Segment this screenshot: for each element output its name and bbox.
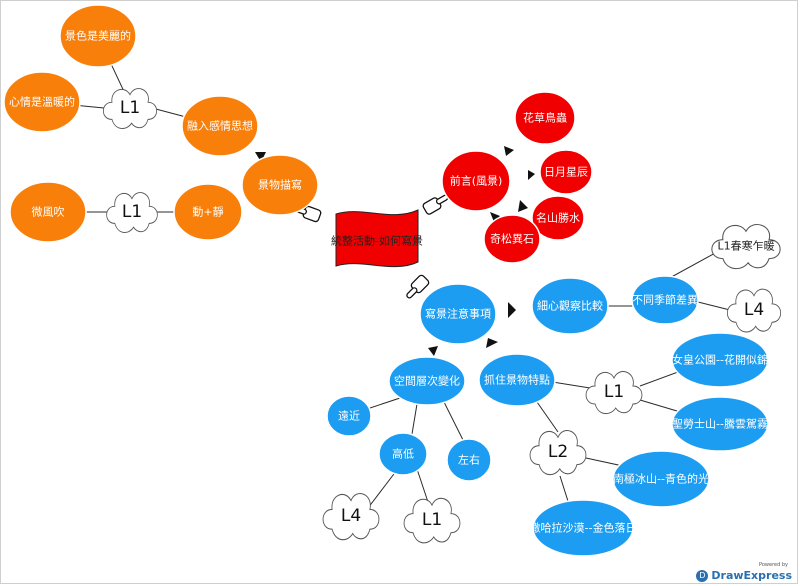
svg-text:L1春寒乍暖: L1春寒乍暖 (717, 239, 774, 253)
node-motion[interactable]: 動+靜 (173, 183, 243, 241)
node-beautiful[interactable]: 景色是美麗的 (59, 4, 137, 68)
pointer-hand-icon (422, 194, 449, 215)
cloud-l1-features[interactable]: L1 (585, 371, 643, 415)
node-seasons[interactable]: 不同季節差異 (631, 275, 699, 325)
arrow-icon (486, 338, 498, 348)
cloud-l1-top[interactable]: L1 (102, 88, 158, 129)
svg-text:L4: L4 (341, 506, 361, 526)
svg-text:融入感情思想: 融入感情思想 (187, 119, 253, 133)
arrow-icon (518, 200, 528, 212)
node-antarctica[interactable]: 南極冰山--青色的光 (612, 450, 710, 508)
node-scene-writing[interactable]: 景物描寫 (241, 154, 319, 216)
svg-text:空間層次變化: 空間層次變化 (394, 374, 460, 388)
svg-text:L1: L1 (422, 510, 442, 530)
cloud-l1-bottom[interactable]: L1 (106, 192, 158, 233)
node-near-far[interactable]: 遠近 (326, 395, 372, 437)
node-sun-moon[interactable]: 日月星辰 (539, 149, 593, 195)
svg-text:景物描寫: 景物描寫 (258, 178, 302, 192)
node-sahara[interactable]: 撒哈拉沙漠--金色落日 (530, 499, 637, 557)
svg-text:左右: 左右 (458, 453, 480, 467)
svg-text:微風吹: 微風吹 (32, 205, 65, 219)
svg-text:細心觀察比較: 細心觀察比較 (537, 299, 603, 313)
svg-text:L1: L1 (604, 382, 624, 402)
svg-text:L4: L4 (744, 300, 764, 320)
cloud-l2[interactable]: L2 (529, 430, 587, 476)
node-flowers[interactable]: 花草鳥蟲 (514, 91, 576, 145)
arrow-icon (490, 212, 500, 222)
arrow-icon (428, 346, 438, 356)
svg-text:前言(風景): 前言(風景) (450, 174, 503, 188)
node-height[interactable]: 高低 (378, 432, 428, 476)
svg-text:女皇公園--花開似錦: 女皇公園--花開似錦 (672, 353, 768, 367)
powered-by-text: Powered by (759, 562, 788, 568)
watermark-name: DrawExpress (711, 569, 792, 582)
node-emotion[interactable]: 融入感情思想 (181, 95, 259, 157)
node-observe[interactable]: 細心觀察比較 (531, 277, 609, 335)
node-breeze[interactable]: 微風吹 (9, 181, 87, 243)
svg-text:L1: L1 (120, 98, 140, 118)
svg-text:景色是美麗的: 景色是美麗的 (65, 29, 131, 43)
arrow-icon (528, 170, 535, 180)
central-label: 統整活動-如何寫景 (331, 234, 423, 248)
node-layers[interactable]: 空間層次變化 (388, 356, 466, 406)
svg-text:遠近: 遠近 (338, 410, 360, 423)
central-node[interactable]: 統整活動-如何寫景 (331, 209, 423, 268)
cloud-l4-seasons[interactable]: L4 (726, 288, 782, 333)
svg-text:寫景注意事項: 寫景注意事項 (425, 307, 491, 321)
arrow-icon (508, 302, 516, 318)
svg-text:L2: L2 (548, 442, 568, 462)
cloud-l1-spring[interactable]: L1春寒乍暖 (711, 224, 781, 270)
node-notes[interactable]: 寫景注意事項 (419, 283, 497, 345)
svg-text:奇松異石: 奇松異石 (490, 232, 534, 246)
node-warm[interactable]: 心情是溫暖的 (3, 71, 81, 133)
svg-text:撒哈拉沙漠--金色落日: 撒哈拉沙漠--金色落日 (530, 521, 637, 535)
svg-text:心情是溫暖的: 心情是溫暖的 (9, 95, 75, 109)
arrow-icon (504, 146, 514, 156)
svg-text:聖勞士山--騰雲駕霧: 聖勞士山--騰雲駕霧 (672, 417, 768, 431)
svg-text:高低: 高低 (392, 447, 414, 461)
cloud-l1-height[interactable]: L1 (403, 497, 461, 544)
node-park[interactable]: 女皇公園--花開似錦 (671, 332, 769, 388)
svg-text:抓住景物特點: 抓住景物特點 (484, 373, 550, 387)
cloud-l4-height[interactable]: L4 (322, 492, 380, 541)
drawexpress-logo-icon: D (696, 570, 709, 582)
svg-text:動+靜: 動+靜 (192, 205, 223, 219)
svg-text:L1: L1 (122, 202, 142, 222)
watermark: Powered by D DrawExpress (696, 562, 792, 582)
node-features[interactable]: 抓住景物特點 (478, 353, 556, 407)
node-pines[interactable]: 奇松異石 (483, 214, 541, 264)
svg-text:花草鳥蟲: 花草鳥蟲 (523, 111, 567, 125)
node-left-right[interactable]: 左右 (446, 438, 492, 482)
node-everest[interactable]: 聖勞士山--騰雲駕霧 (671, 396, 769, 452)
node-preface[interactable]: 前言(風景) (441, 150, 511, 212)
svg-text:不同季節差異: 不同季節差異 (632, 293, 698, 307)
node-mountains[interactable]: 名山勝水 (531, 195, 585, 241)
pointer-hand-icon (406, 274, 430, 299)
svg-text:日月星辰: 日月星辰 (544, 166, 588, 179)
arrow-icon (255, 152, 266, 162)
svg-text:名山勝水: 名山勝水 (536, 211, 580, 225)
svg-text:南極冰山--青色的光: 南極冰山--青色的光 (613, 472, 709, 486)
